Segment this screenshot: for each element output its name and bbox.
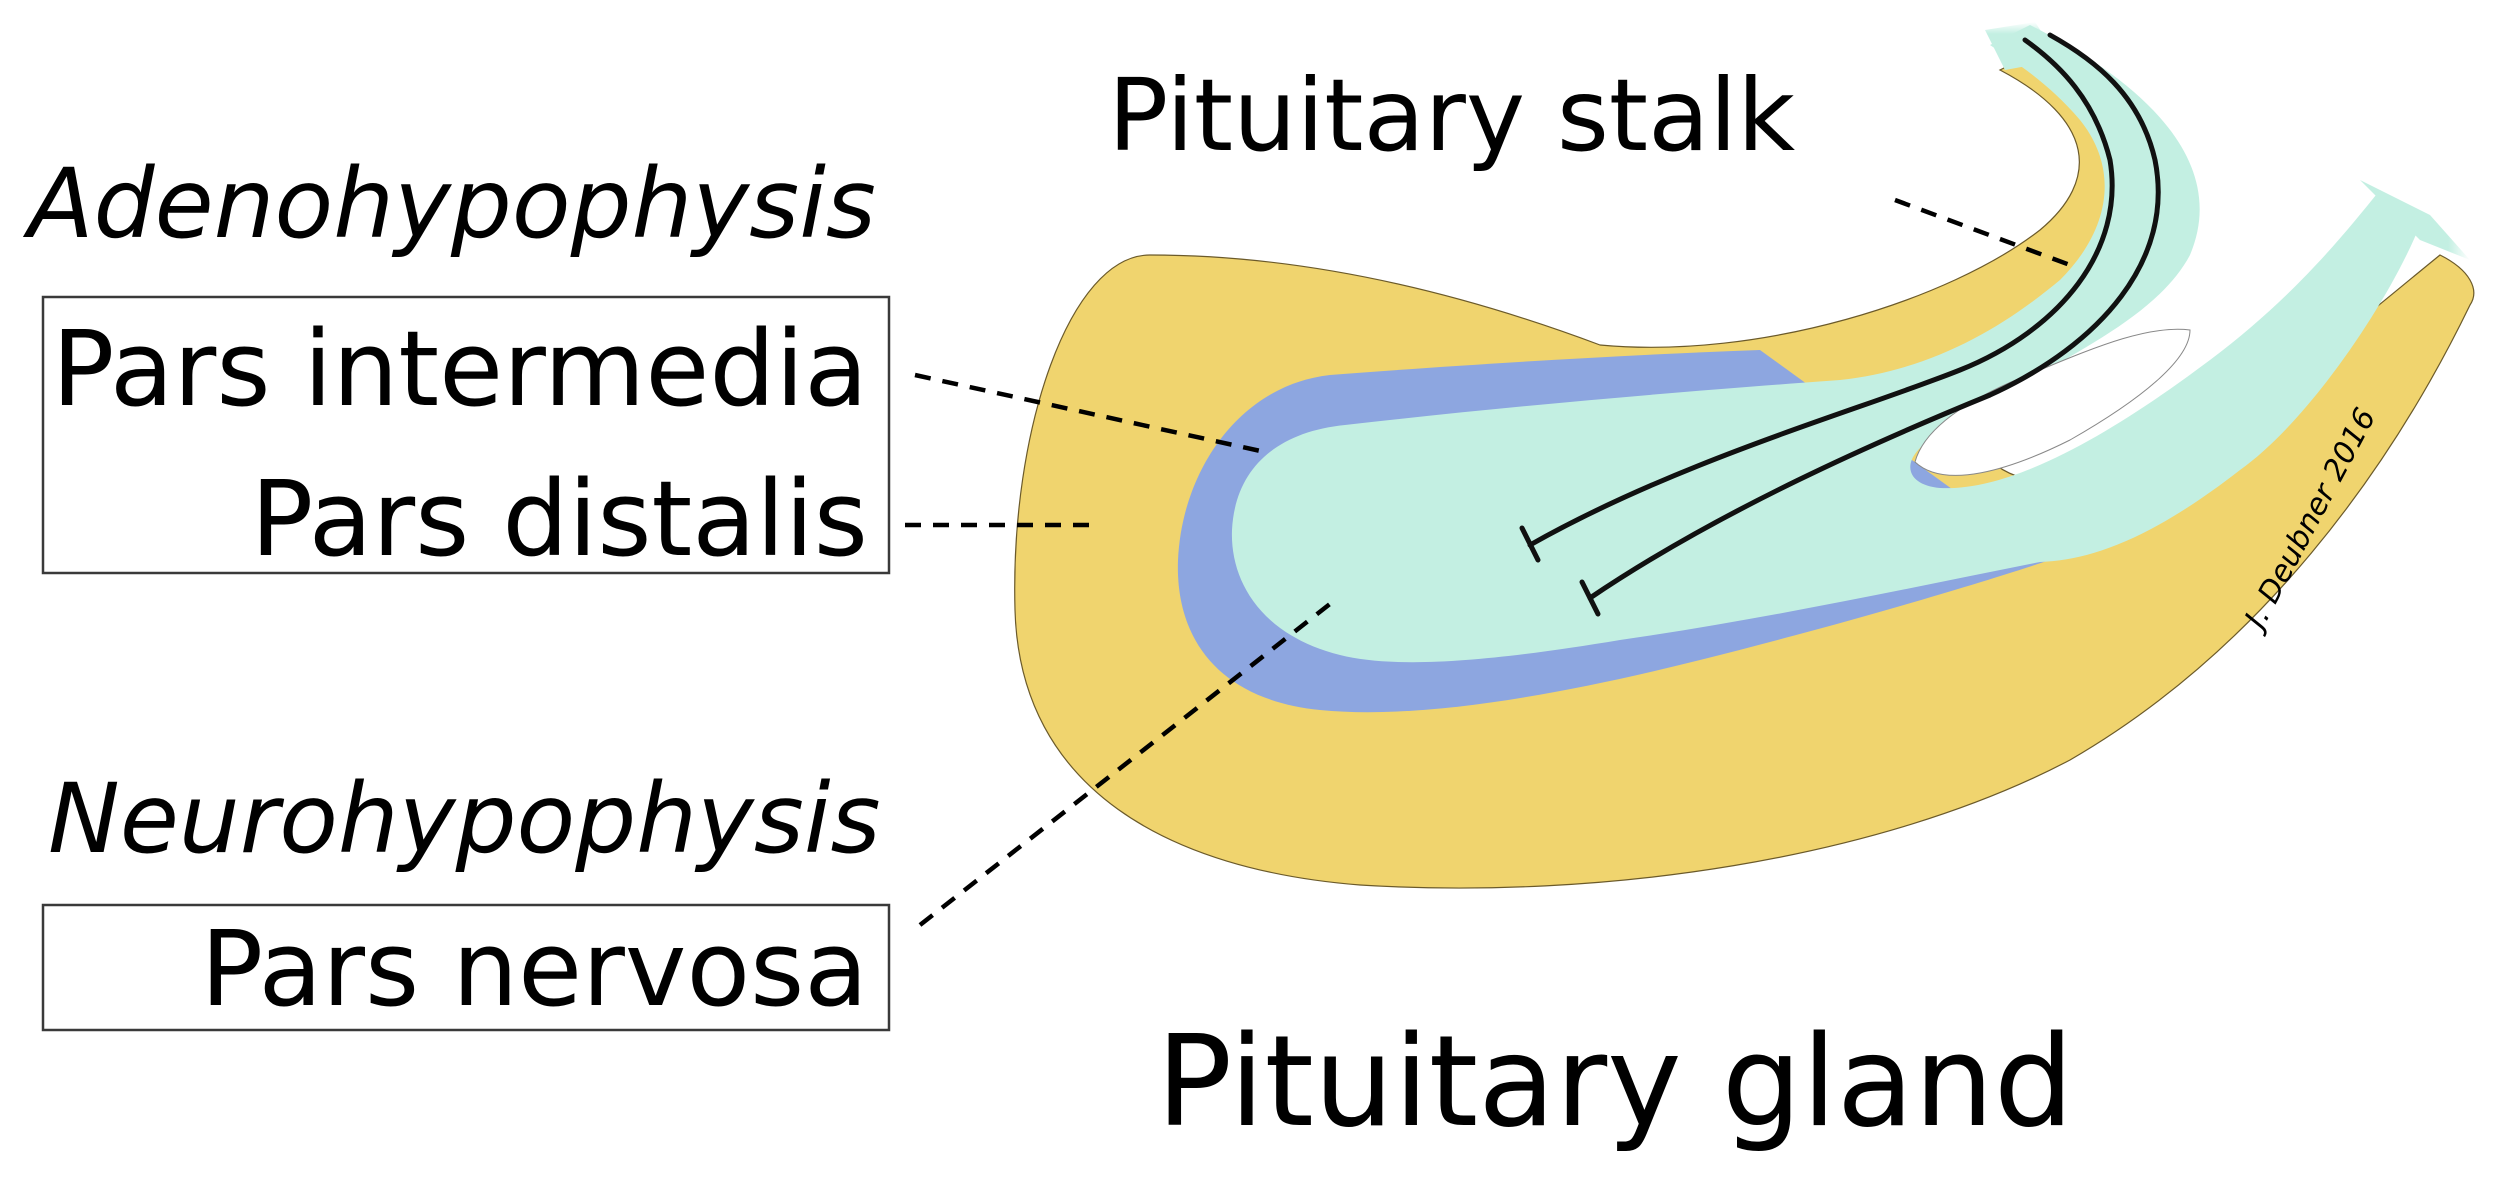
leader-pars-intermedia xyxy=(914,372,1266,455)
neurohypophysis-box xyxy=(41,903,891,1032)
neurohypophysis-heading: Neurohypophysis xyxy=(48,763,881,875)
right-branch-fade xyxy=(2360,180,2470,260)
diagram-title: Pituitary gland xyxy=(1156,1008,2074,1155)
axon-terminal-1 xyxy=(1519,525,1541,563)
axon-1 xyxy=(1527,37,2115,548)
axon-terminal-2 xyxy=(1579,579,1601,617)
pars-nervosa-shape xyxy=(1231,25,2420,663)
cleft xyxy=(1914,328,2191,476)
pars-intermedia-label: Pars intermedia xyxy=(52,308,868,430)
leader-pars-nervosa xyxy=(918,598,1337,927)
pituitary-stalk-label: Pituitary stalk xyxy=(1108,57,1795,174)
axon-2 xyxy=(1587,32,2161,601)
adenohypophysis-box xyxy=(41,295,891,575)
pars-nervosa-label: Pars nervosa xyxy=(200,908,868,1030)
stalk-fade xyxy=(1985,22,2060,70)
leader-pituitary-stalk xyxy=(1894,197,2071,268)
adenohypophysis-heading: Adenohypophysis xyxy=(22,148,876,260)
pars-distalis-label: Pars distalis xyxy=(251,458,868,580)
